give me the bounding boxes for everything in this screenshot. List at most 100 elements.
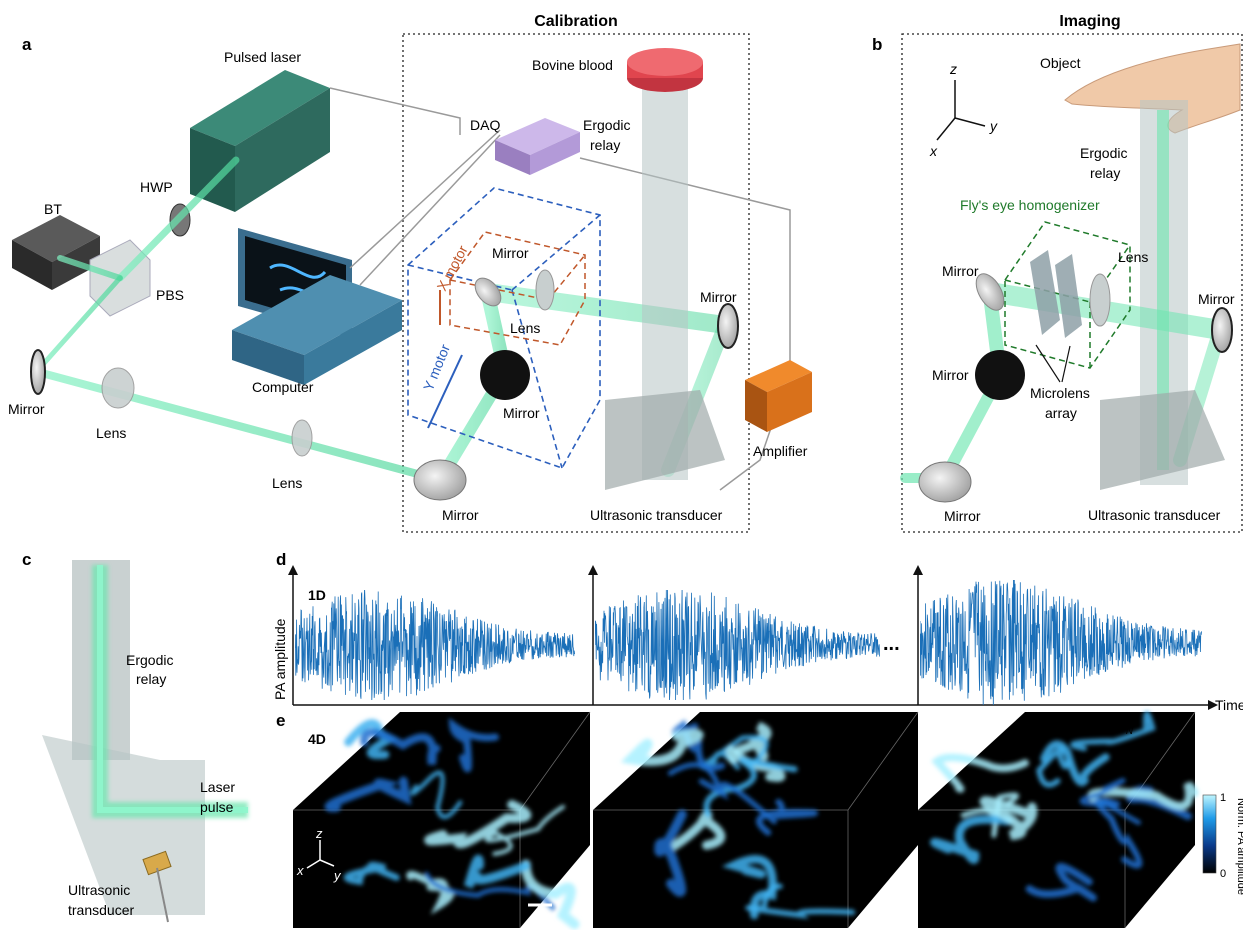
ultrasonic-label-c1: Ultrasonic	[68, 882, 130, 898]
ergodic-relay-label-c2: relay	[136, 671, 166, 687]
imaging-box	[901, 33, 1243, 533]
mirror-left	[30, 349, 46, 395]
colorbar-label: Norm. PA amplitude	[1235, 798, 1243, 895]
vessel-structure	[620, 729, 704, 766]
prism-c	[42, 735, 205, 915]
pa-signal-3	[920, 580, 1202, 705]
label-4d: 4D	[308, 731, 326, 747]
ergodic-relay-label-b2: relay	[1090, 165, 1120, 181]
bt-label: BT	[44, 201, 62, 217]
vessel-structure	[755, 798, 818, 836]
scan-lens	[535, 269, 555, 311]
axis-x-e: x	[296, 863, 304, 878]
axis-z-e: z	[315, 826, 323, 841]
lens-2-label: Lens	[272, 475, 302, 491]
ellipsis-d: ...	[883, 633, 900, 655]
vessel-structure	[410, 770, 463, 819]
vessel-structure	[424, 800, 532, 849]
vessel-structure	[979, 796, 1038, 841]
bovine-blood-label: Bovine blood	[532, 57, 613, 73]
microlens-arrays	[1030, 250, 1082, 338]
laser-pulse-label-2: pulse	[200, 799, 234, 815]
axes-triad-b	[936, 80, 986, 141]
hwp-label: HWP	[140, 179, 173, 195]
daq-label: DAQ	[470, 117, 500, 133]
panel-letter-d: d	[276, 550, 286, 569]
axis-y-e: y	[333, 868, 342, 883]
axis-z-b: z	[949, 61, 957, 77]
vessel-structure	[931, 753, 1029, 793]
mirror-b-right	[1211, 307, 1233, 353]
mirror-b-top-label: Mirror	[942, 263, 979, 279]
daq-box	[495, 118, 580, 175]
mirror-left-label: Mirror	[8, 401, 45, 417]
lens-2	[291, 419, 313, 457]
pbs-label: PBS	[156, 287, 184, 303]
lens-1	[101, 367, 135, 409]
homogenizer-label: Fly's eye homogenizer	[960, 197, 1100, 213]
mirror-b-top	[975, 273, 1005, 311]
panel-letter-c: c	[22, 550, 31, 569]
t1-label: t1	[796, 717, 805, 737]
ultrasonic-transducer-label-b: Ultrasonic transducer	[1088, 507, 1221, 523]
ergodic-relay-label-b1: Ergodic	[1080, 145, 1127, 161]
volume-tN	[918, 710, 1199, 928]
calibration-title: Calibration	[534, 13, 618, 30]
scan-lens-label: Lens	[510, 320, 540, 336]
vessel-structure	[960, 792, 1019, 838]
ultrasonic-label-c2: transducer	[68, 902, 134, 918]
computer-label: Computer	[252, 379, 314, 395]
colorbar-min: 0	[1220, 868, 1226, 880]
bovine-blood-dish	[627, 48, 703, 92]
microlens-arrows	[1035, 344, 1071, 383]
amplifier-box	[745, 360, 812, 432]
computer-base	[232, 275, 402, 385]
pa-trace	[295, 590, 575, 700]
pa-trace	[595, 590, 880, 700]
panel-letter-e: e	[276, 711, 285, 730]
scan-mirror-middle-label: Mirror	[503, 405, 540, 421]
mirror-b-bottom	[918, 461, 972, 503]
vessel-structure	[521, 859, 580, 930]
transducer-base-a	[605, 390, 725, 490]
vessel-structure	[721, 854, 777, 920]
imaging-title: Imaging	[1059, 13, 1120, 30]
panel-letter-b: b	[872, 35, 882, 54]
transducer-cable-c	[156, 867, 169, 923]
pulsed-laser-label: Pulsed laser	[224, 49, 301, 65]
volume-t0	[293, 711, 591, 930]
lens-b	[1089, 273, 1111, 327]
scan-mirror-middle	[480, 350, 530, 400]
vessel-structure	[1070, 710, 1156, 752]
mirror-right-a	[717, 303, 739, 349]
mirror-b-right-label: Mirror	[1198, 291, 1235, 307]
vessel-structure	[343, 861, 400, 886]
scan-mirror-top	[474, 277, 502, 307]
colorbar	[1202, 794, 1217, 874]
lens-1-label: Lens	[96, 425, 126, 441]
vessel-structure	[1040, 740, 1110, 787]
scan-mirror-top-label: Mirror	[492, 245, 529, 261]
y-motor-arrow	[427, 354, 463, 429]
axis-y-b: y	[989, 118, 998, 134]
vessel-structure	[1025, 862, 1097, 902]
lens-b-label: Lens	[1118, 249, 1148, 265]
panel-letter-a: a	[22, 35, 32, 54]
transducer-base-b	[1100, 390, 1225, 490]
vessel-structure	[930, 814, 1013, 864]
laser-pulse-label-1: Laser	[200, 779, 235, 795]
vessel-structure	[1094, 797, 1143, 869]
vessel-structure	[463, 854, 531, 889]
vessel-structure	[324, 776, 412, 813]
vessel-structure	[733, 721, 772, 762]
pulsed-laser-box	[190, 70, 330, 212]
time-axes	[288, 565, 1218, 710]
vessel-structure	[484, 804, 566, 856]
x-motor-label: X motor	[434, 242, 471, 293]
y-motor-frame	[407, 187, 601, 469]
ergodic-relay-label-a1: Ergodic	[583, 117, 630, 133]
axis-x-b: x	[929, 143, 938, 159]
mirror-bottom	[413, 459, 467, 501]
mirror-bottom-label: Mirror	[442, 507, 479, 523]
